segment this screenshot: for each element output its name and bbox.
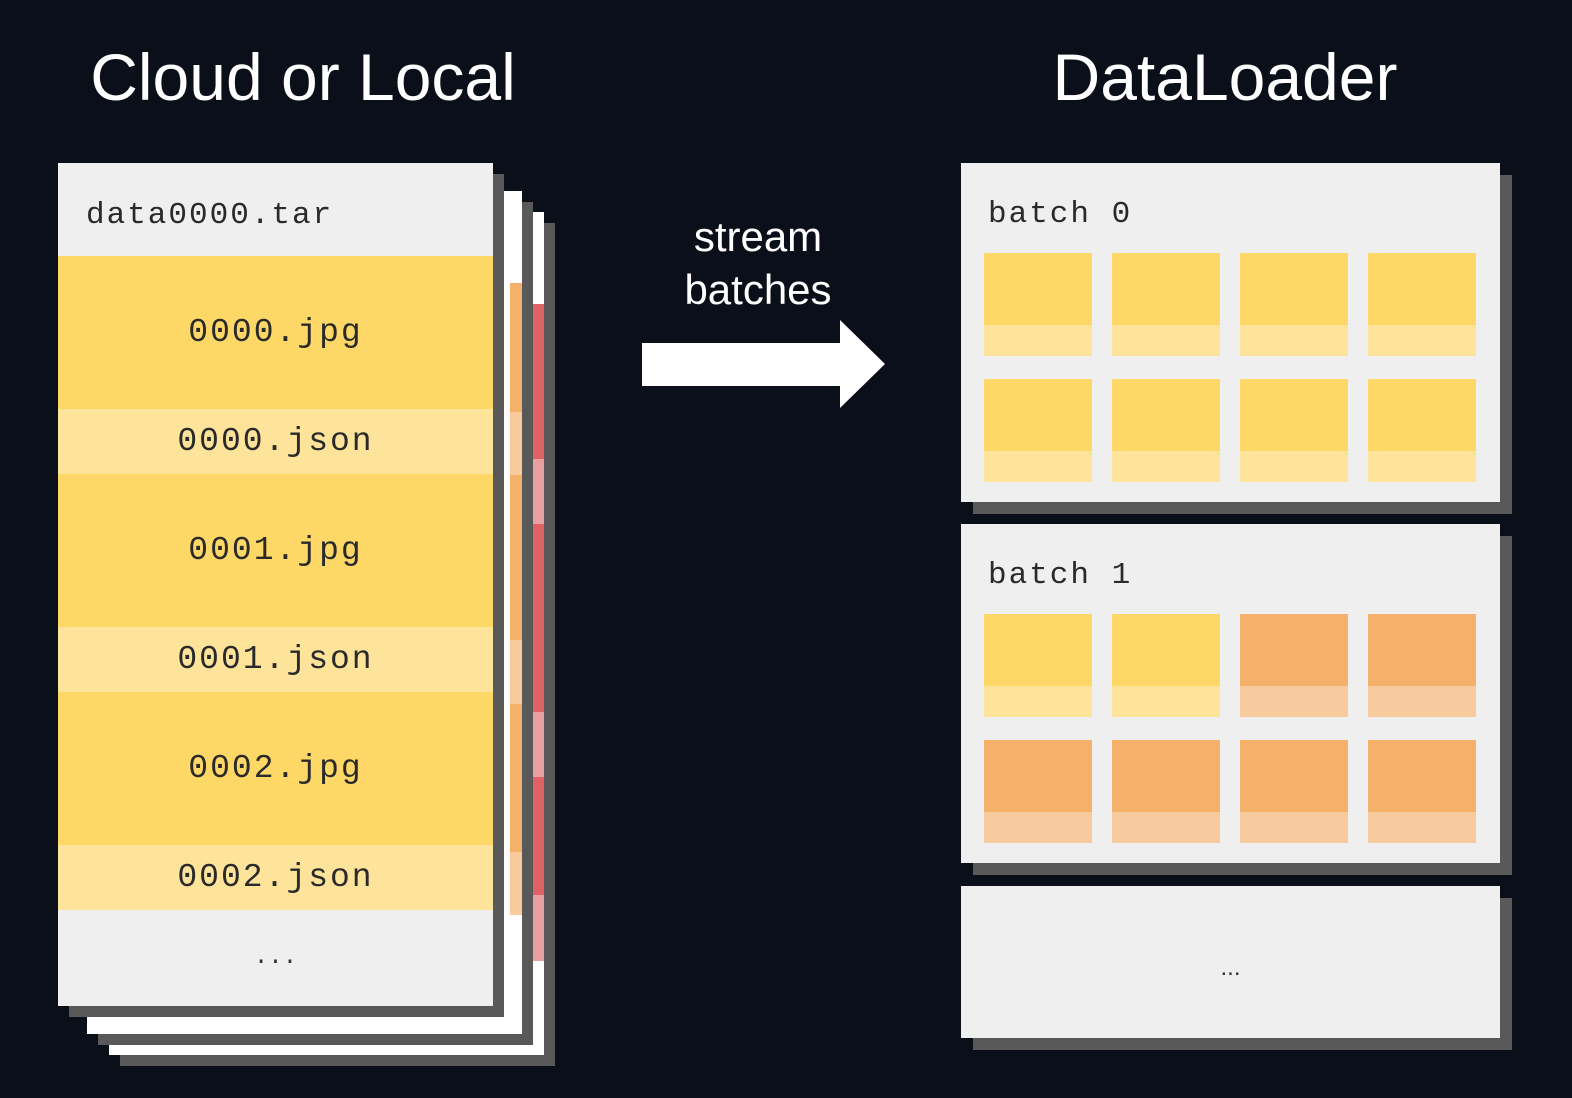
sample-image-block [984,740,1092,812]
tar-entry-jpg: 0000.jpg [58,256,493,410]
tar-entry-json: 0002.json [58,845,493,910]
tar-filename: data0000.tar [58,163,493,256]
tar-entry-jpg: 0001.jpg [58,474,493,628]
batch-sample-tile [984,740,1092,843]
right-title: DataLoader [1052,40,1398,114]
batch-sample-tile [1240,379,1348,482]
sample-meta-block [1112,686,1220,717]
sample-image-block [1368,253,1476,325]
sample-image-block [1368,740,1476,812]
sample-meta-block [1368,325,1476,356]
sample-meta-block [1240,451,1348,482]
batch-sample-tile [1112,379,1220,482]
sample-meta-block [1112,325,1220,356]
sample-meta-block [1112,812,1220,843]
sample-image-block [984,379,1092,451]
batch-sample-tile [1368,740,1476,843]
batch-sample-tile [1368,253,1476,356]
tar-entry-json: 0001.json [58,627,493,692]
batch-label: batch 1 [988,558,1133,593]
arrow-label: stream batches [640,210,876,316]
sample-meta-block [1368,686,1476,717]
tar-entry-json: 0000.json [58,409,493,474]
sample-meta-block [984,451,1092,482]
left-title: Cloud or Local [90,40,516,114]
sample-meta-block [984,325,1092,356]
sample-image-block [984,614,1092,686]
sample-image-block [1112,253,1220,325]
more-batches-ellipsis: ... [1220,954,1241,981]
batch-sample-tile [1240,253,1348,356]
sample-meta-block [1368,451,1476,482]
sample-image-block [1240,740,1348,812]
arrow-label-line2: batches [684,266,832,313]
batch-panel: batch 1 [961,524,1500,863]
sample-image-block [1240,614,1348,686]
batch-sample-tile [984,614,1092,717]
sample-meta-block [1112,451,1220,482]
right-arrow-icon [642,320,885,408]
batch-sample-tile [1368,614,1476,717]
sample-meta-block [1240,325,1348,356]
sample-meta-block [1240,812,1348,843]
batch-sample-tile [984,253,1092,356]
sample-image-block [1112,740,1220,812]
tar-entry-jpg: 0002.jpg [58,692,493,846]
sample-meta-block [1240,686,1348,717]
batch-sample-tile [1112,614,1220,717]
batch-sample-tile [1112,740,1220,843]
sample-image-block [1112,379,1220,451]
batch-panel: batch 0 [961,163,1500,502]
tar-more-ellipsis: ... [58,910,493,1006]
sample-meta-block [1368,812,1476,843]
batch-sample-tile [1240,614,1348,717]
batch-sample-tile [1368,379,1476,482]
batch-sample-tile [1112,253,1220,356]
batch-label: batch 0 [988,197,1133,232]
sample-image-block [1112,614,1220,686]
sample-image-block [984,253,1092,325]
sample-image-block [1240,253,1348,325]
sample-image-block [1368,379,1476,451]
batch-sample-tile [984,379,1092,482]
arrow-label-line1: stream [693,213,823,260]
sample-meta-block [984,686,1092,717]
batch-sample-tile [1240,740,1348,843]
sample-meta-block [984,812,1092,843]
sample-image-block [1240,379,1348,451]
sample-image-block [1368,614,1476,686]
